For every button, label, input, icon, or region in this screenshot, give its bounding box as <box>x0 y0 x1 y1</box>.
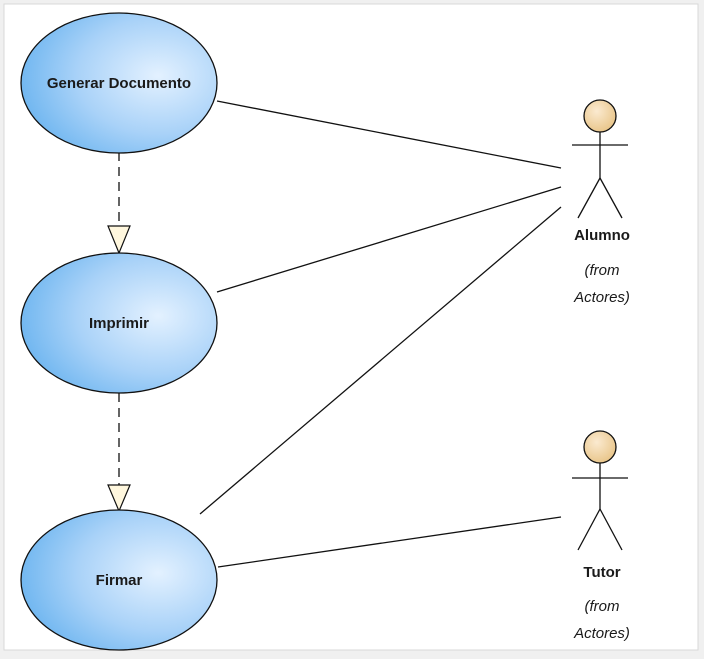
association-generar-alumno[interactable] <box>216 100 562 169</box>
dependency-generar-imprimir[interactable] <box>107 152 131 255</box>
association-imprimir-alumno[interactable] <box>216 186 562 293</box>
dependency-imprimir-firmar[interactable] <box>107 393 131 513</box>
dependency-arrowhead <box>107 484 131 513</box>
actor-package-line1: (from <box>585 262 620 279</box>
actor-package-line2: Actores) <box>573 289 630 306</box>
association-firmar-tutor[interactable] <box>217 516 562 568</box>
stick-figure-icon <box>572 430 628 551</box>
dependency-arrowhead <box>107 225 131 255</box>
use-case-firmar[interactable]: Firmar <box>20 509 218 651</box>
actor-name: Tutor <box>583 564 620 581</box>
use-case-label: Imprimir <box>89 315 149 332</box>
actor-alumno[interactable]: Alumno (from Actores) <box>572 99 630 306</box>
association-firmar-alumno[interactable] <box>199 206 562 515</box>
use-case-imprimir[interactable]: Imprimir <box>20 252 218 394</box>
stick-figure-icon <box>572 99 628 219</box>
actor-package-line2: Actores) <box>573 625 630 642</box>
use-case-label: Firmar <box>96 572 143 589</box>
actor-tutor[interactable]: Tutor (from Actores) <box>572 430 630 642</box>
use-case-label: Generar Documento <box>47 75 191 92</box>
actor-name: Alumno <box>574 227 630 244</box>
actor-package-line1: (from <box>585 598 620 615</box>
use-case-generar-documento[interactable]: Generar Documento <box>20 12 218 154</box>
